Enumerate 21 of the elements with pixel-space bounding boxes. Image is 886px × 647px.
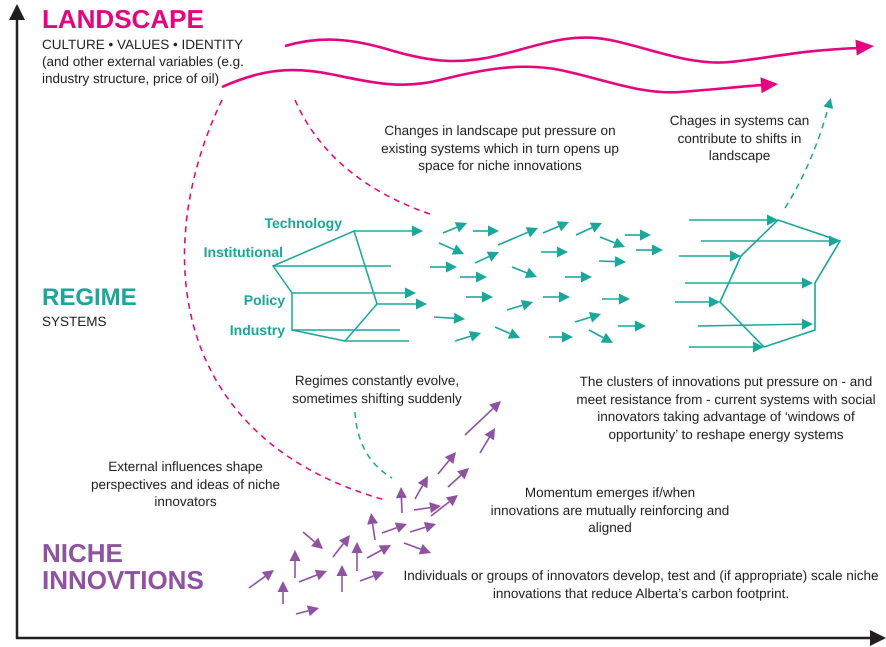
annotation-text: External influences shape perspectives and ideas of niche innovators (90, 458, 282, 511)
dashed-line (354, 412, 392, 479)
part-label: Institutional (204, 244, 283, 260)
dashed-line (184, 100, 386, 501)
annotation-text: Individuals or groups of innovators develop, test and (if appropriate) scale niche innovations that reduce Alberta’s carbon footprint. (402, 567, 880, 602)
annotation-text: Chages in systems can contribute to shifts in landscape (668, 112, 810, 165)
part-label: Industry (230, 322, 285, 338)
level-heading: REGIME (42, 285, 138, 310)
part-label: Policy (244, 292, 285, 308)
part-label: Technology (264, 215, 342, 231)
level-heading: NICHE INNOVTIONS (42, 540, 205, 595)
annotation-text: Momentum emerges if/when innovations are mutually reinforcing and aligned (490, 484, 730, 537)
level-description: SYSTEMS (42, 314, 108, 332)
level-heading: LANDSCAPE (42, 6, 205, 34)
dashed-line (294, 100, 432, 216)
annotation-text: Changes in landscape put pressure on existing systems which in turn opens up space for niche innovations (380, 122, 620, 175)
annotation-text: The clusters of innovations put pressure on - and meet resistance from - current systems with social innovators taking advantage of ‘windows of opportunity’ to reshape energy systems (575, 373, 877, 444)
level-description: (and other external variables (e.g. industry structure, price of oil) (42, 54, 245, 88)
level-description: CULTURE • VALUES • IDENTITY (42, 37, 244, 54)
dashed-arrow (784, 98, 833, 208)
annotation-text: Regimes constantly evolve, sometimes shifting suddenly (262, 372, 492, 408)
